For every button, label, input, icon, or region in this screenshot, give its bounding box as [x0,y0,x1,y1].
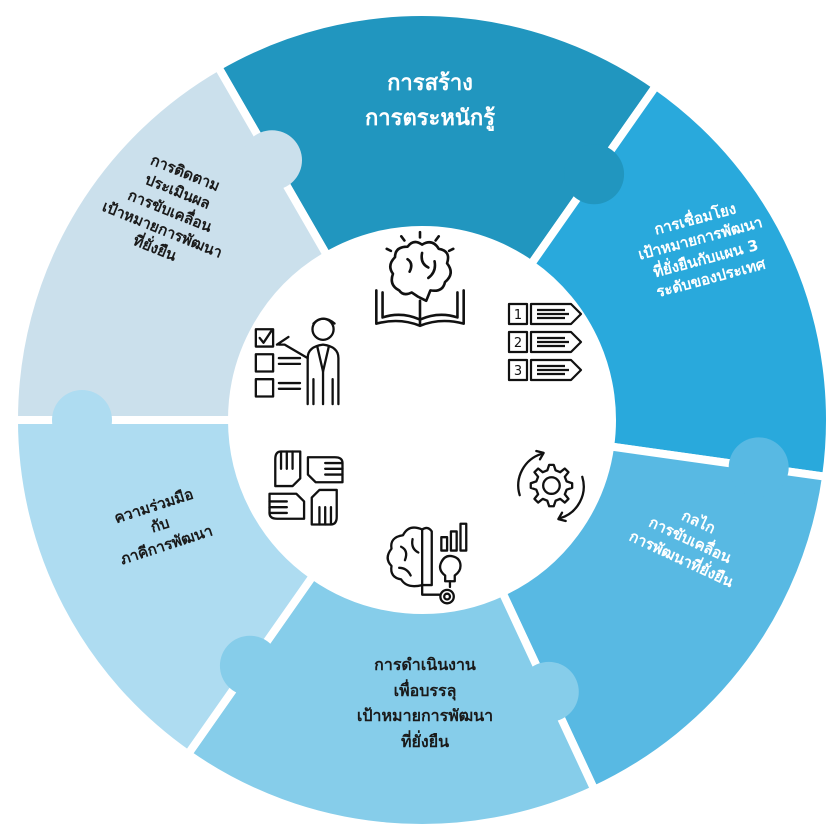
puzzle-tab-cooperation [52,390,112,450]
brain-growth-icon [386,522,468,605]
segment-implementation-label: การดำเนินงาน เพื่อบรรลุ เป้าหมายการพัฒนา… [356,655,494,751]
puzzle-tab-implementation [518,661,579,722]
svg-text:1: 1 [514,308,522,323]
numbered-list-icon: 1 2 3 [507,302,583,382]
brain-book-icon [375,230,465,328]
teamwork-hands-icon [268,450,344,526]
svg-text:3: 3 [514,364,522,379]
gear-cycle-icon [517,449,585,523]
puzzle-tab-implementation-left [219,635,280,696]
puzzle-tab-awareness [564,144,625,205]
presenter-checklist-icon [254,317,340,406]
puzzle-tab-mechanism [728,437,789,498]
puzzle-tab-monitoring [242,130,302,191]
svg-text:2: 2 [514,336,522,351]
segment-awareness-label: การสร้าง การตระหนักรู้ [364,71,496,132]
